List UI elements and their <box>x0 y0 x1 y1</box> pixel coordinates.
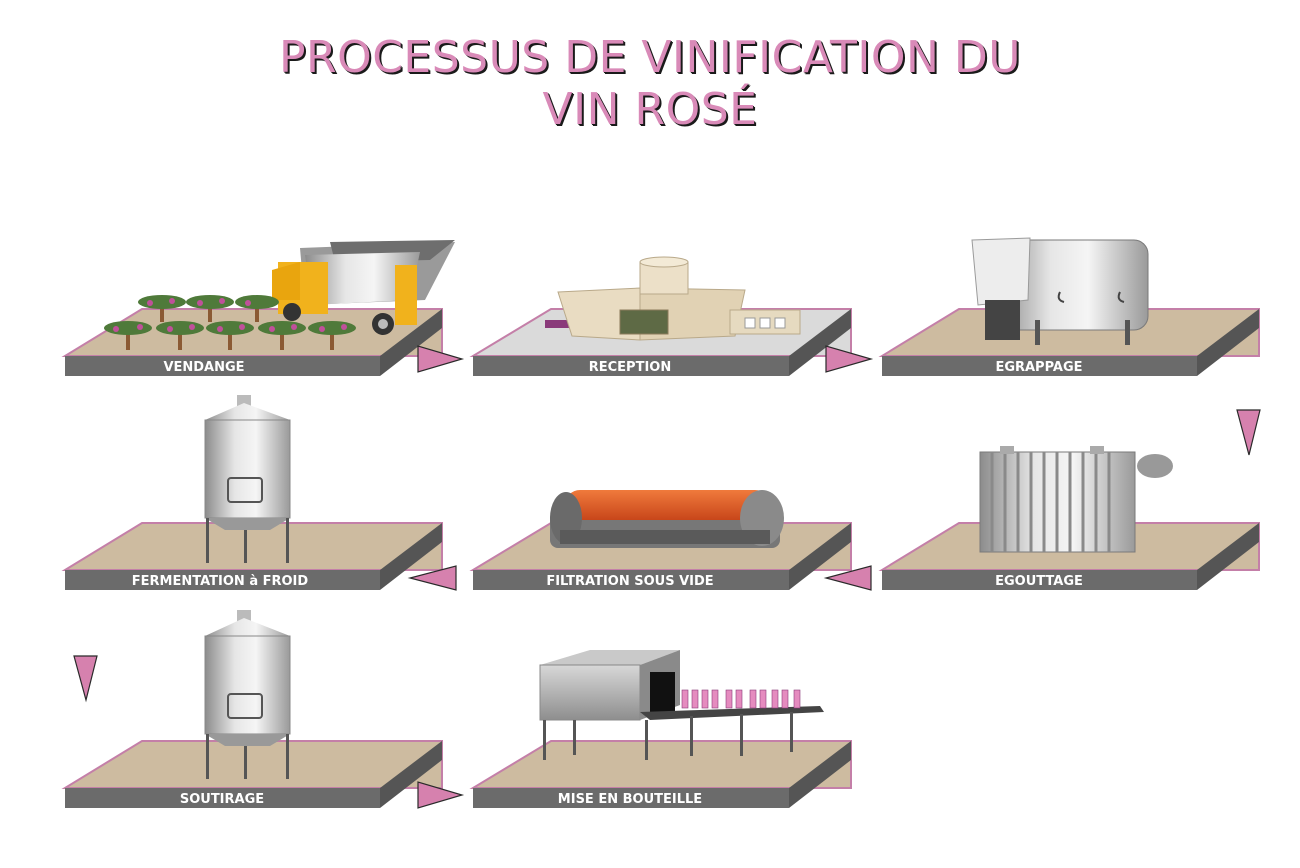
platform <box>61 308 443 376</box>
step-egrappage: EGRAPPAGE <box>878 237 1260 376</box>
racking-tank-icon <box>204 610 291 779</box>
platform <box>61 522 443 590</box>
platform <box>469 740 852 808</box>
step-label: EGOUTTAGE <box>995 574 1083 589</box>
step-filtration: FILTRATION SOUS VIDE <box>469 490 852 590</box>
platform <box>61 740 443 808</box>
drainer-tank-icon <box>979 446 1173 553</box>
vacuum-filter-icon <box>550 490 784 548</box>
flow-arrow-down-icon <box>73 655 98 703</box>
title-line-1: PROCESSUS DE VINIFICATION DU <box>278 32 1022 83</box>
diagram-title: PROCESSUS DE VINIFICATION DU VIN ROSÉ <box>0 32 1300 136</box>
step-fermentation: FERMENTATION à FROID <box>61 395 443 590</box>
step-soutirage: SOUTIRAGE <box>61 610 443 808</box>
flow-arrow-left-icon <box>407 565 457 591</box>
step-label: MISE EN BOUTEILLE <box>558 792 702 807</box>
step-label: VENDANGE <box>163 360 244 375</box>
reception-building-icon <box>545 256 801 341</box>
step-vendange: VENDANGE <box>61 240 455 376</box>
step-label: RECEPTION <box>589 360 671 375</box>
step-label: EGRAPPAGE <box>995 360 1082 375</box>
destemmer-machine-icon <box>971 237 1149 345</box>
step-reception: RECEPTION <box>469 256 852 376</box>
step-mise-en-bouteille: MISE EN BOUTEILLE <box>469 650 852 808</box>
platform <box>878 308 1260 376</box>
flow-arrow-right-icon <box>825 345 874 373</box>
flow-arrow-right-icon <box>417 345 465 373</box>
bottling-line-icon <box>539 650 824 760</box>
flow-arrow-right-icon <box>417 781 465 809</box>
step-egouttage: EGOUTTAGE <box>878 446 1260 590</box>
harvester-vineyard-icon <box>104 240 455 350</box>
step-label: FILTRATION SOUS VIDE <box>546 574 713 589</box>
step-label: SOUTIRAGE <box>180 792 264 807</box>
flow-arrow-down-icon <box>1236 409 1261 456</box>
title-line-2: VIN ROSÉ <box>542 84 758 135</box>
fermentation-tank-icon <box>204 395 291 563</box>
step-label: FERMENTATION à FROID <box>132 574 309 589</box>
flow-arrow-left-icon <box>823 565 872 591</box>
